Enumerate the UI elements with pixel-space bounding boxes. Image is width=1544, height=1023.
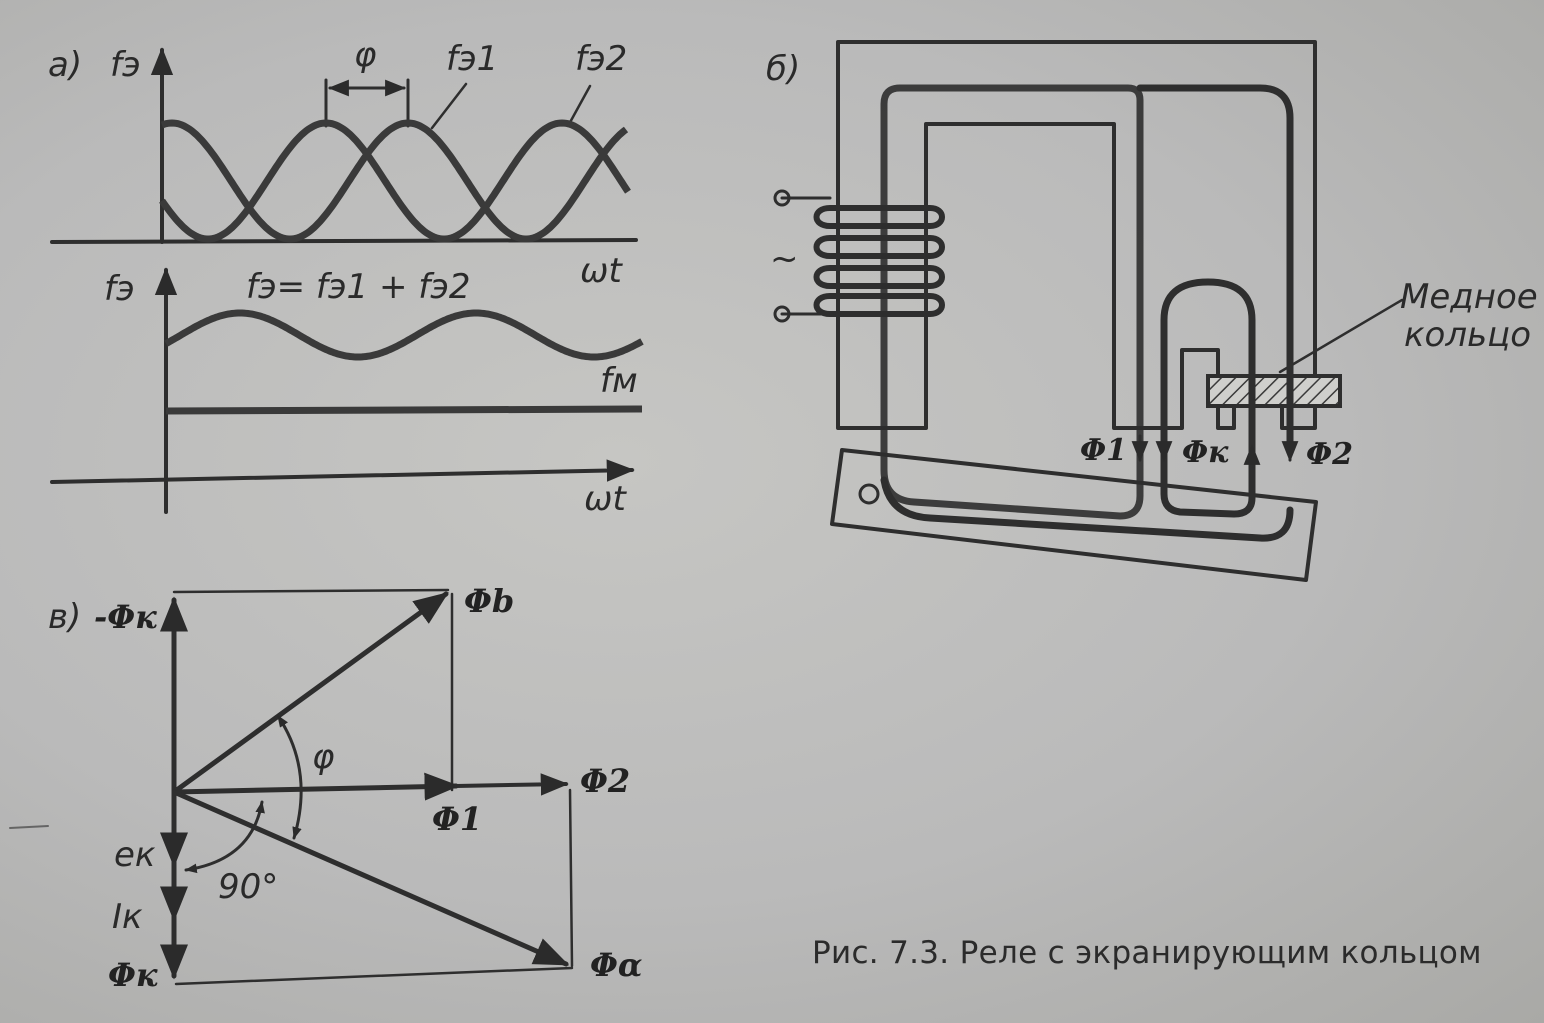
- relay-armature: [830, 448, 1318, 582]
- panel-a-label: а): [48, 45, 82, 85]
- sum-formula: fэ= fэ1 + fэ2: [246, 267, 471, 307]
- axis-wt-top-label: ωt: [580, 251, 623, 291]
- axis-wt-bottom-label: ωt: [584, 479, 627, 519]
- coil-windings: [813, 205, 945, 317]
- curve-fe1-leader: [430, 82, 468, 130]
- guide-bottom: [174, 966, 574, 986]
- angle-arc-90: [184, 800, 265, 874]
- panel-v-label: в): [48, 597, 81, 637]
- vector-phib: [171, 591, 449, 795]
- neg-phik-label: -Φк: [94, 598, 157, 636]
- angle-90-label: 90°: [218, 867, 278, 907]
- ac-symbol: ~: [770, 239, 799, 279]
- copper-ring: [1206, 374, 1342, 408]
- curve-fe2-leader: [566, 84, 592, 128]
- axis-fe-top-label: fэ: [110, 45, 141, 85]
- curve-fe2: [160, 119, 629, 243]
- panel-b-label: б): [766, 49, 800, 89]
- panel-b: б) Медное кольцо ~ Φ1 Φк Φ2: [766, 40, 1538, 582]
- fm-line: [165, 405, 643, 415]
- curve-fe2-label: fэ2: [575, 39, 627, 79]
- fluxk-label: Φк: [1182, 435, 1229, 470]
- phik-label: Φк: [108, 956, 158, 994]
- fm-label: fм: [600, 361, 638, 401]
- curve-fe-sum: [164, 309, 644, 361]
- phib-label: Φb: [464, 582, 514, 620]
- relay-core: [836, 40, 1317, 430]
- phi1-label: Φ1: [432, 800, 482, 838]
- curve-fe1-label: fэ1: [446, 39, 498, 79]
- phi2-label: Φ2: [580, 762, 630, 800]
- stray-mark: [9, 825, 49, 829]
- panel-v: в) -Φк φ 90° Φb Φ2 Φ1 Φα eк Iк Φк: [9, 582, 643, 994]
- flux2-label: Φ2: [1306, 437, 1353, 472]
- terminal-bottom: [773, 305, 791, 323]
- axis-fe-bottom-label: fэ: [104, 269, 135, 309]
- copper-ring-leader: [1278, 298, 1404, 374]
- copper-ring-label-1: Медное: [1400, 277, 1538, 317]
- flux-path-2: [880, 84, 1294, 542]
- curve-fe1: [159, 119, 631, 243]
- figure-caption: Рис. 7.3. Реле с экранирующим кольцом: [812, 935, 1482, 971]
- panel-a: а) fэ ωt φ fэ1 fэ2 fэ ωt fэ= fэ1 + fэ2 f…: [48, 35, 644, 519]
- x-axis-bottom: [50, 459, 635, 484]
- flux1-label: Φ1: [1080, 433, 1127, 468]
- vector-phi1: [171, 772, 460, 801]
- vector-phi2: [454, 773, 569, 796]
- flux-path-k: [1160, 278, 1256, 518]
- phi-top-label: φ: [354, 35, 377, 75]
- terminal-top: [773, 189, 791, 207]
- armature-pivot: [858, 483, 880, 505]
- phialpha-label: Φα: [590, 946, 643, 984]
- guide-top: [172, 588, 450, 594]
- guide-right-bottom: [568, 788, 574, 968]
- flux-path-1: [880, 84, 1144, 520]
- angle-phi-label: φ: [312, 737, 335, 777]
- angle-arc-phi: [276, 714, 303, 840]
- x-axis-top: [50, 238, 638, 244]
- ek-label: eк: [114, 835, 156, 875]
- ik-label: Iк: [112, 897, 143, 937]
- copper-ring-label-2: кольцо: [1404, 315, 1531, 355]
